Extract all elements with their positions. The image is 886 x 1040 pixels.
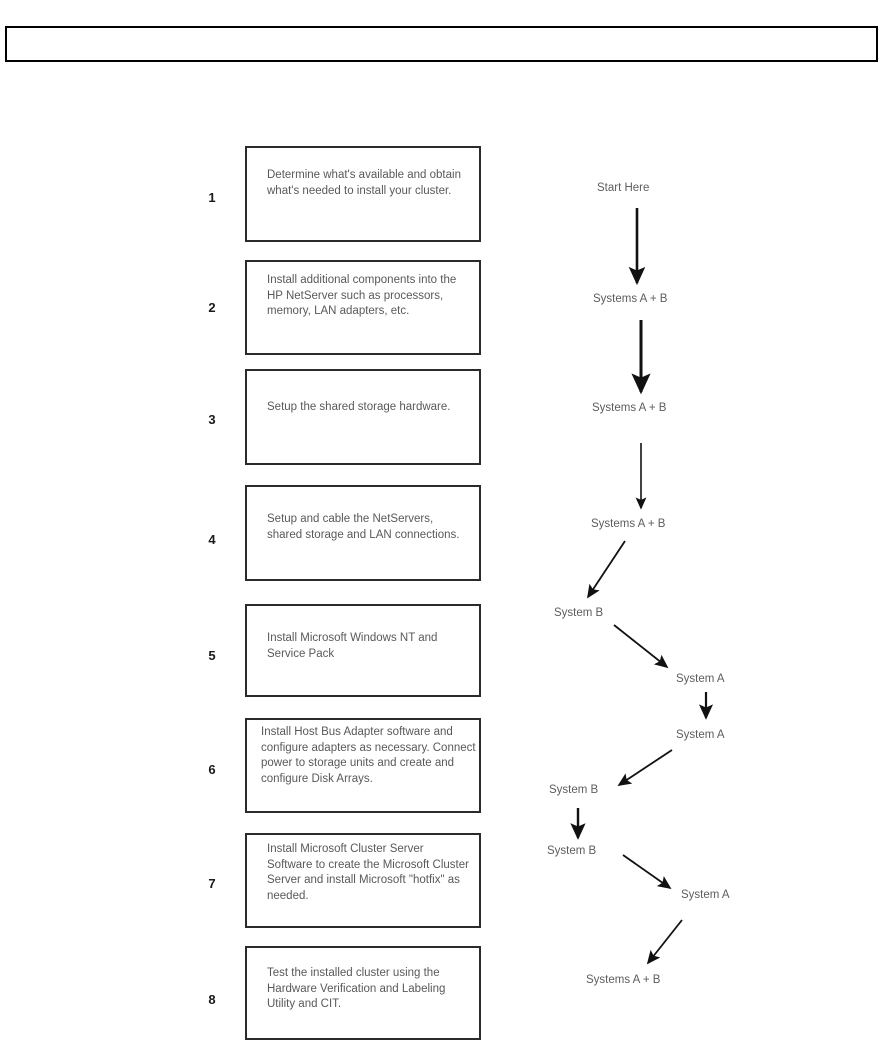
step-text-5: Install Microsoft Windows NT and Service… (267, 632, 438, 660)
arrow-systems-3-to-system-b (587, 540, 626, 599)
step-number-5: 5 (208, 648, 216, 663)
flow-node-start-here: Start Here (597, 182, 650, 194)
step-box-3[interactable] (245, 369, 481, 465)
arrow-system-b-to-system-a-2 (622, 854, 672, 890)
step-box-5[interactable] (245, 604, 481, 697)
step-text-2: Install additional components into the H… (267, 274, 457, 317)
flow-node-systems-ab-1: Systems A + B (593, 293, 668, 305)
header-banner (5, 26, 878, 62)
flow-node-system-a-1: System A (676, 673, 725, 685)
step-text-3: Setup the shared storage hardware. (267, 401, 451, 413)
arrow-system-b-to-system-a (613, 624, 669, 669)
arrow-system-a-to-system-b (617, 749, 673, 786)
step-text-1: Determine what's available and obtain wh… (267, 169, 461, 197)
step-box-6[interactable] (245, 718, 481, 813)
step-number-4: 4 (208, 532, 216, 547)
step-box-7[interactable] (245, 833, 481, 928)
step-text-4: Setup and cable the NetServers, shared s… (267, 513, 460, 541)
step-number-3: 3 (208, 412, 216, 427)
flow-node-system-a-3: System A (681, 889, 730, 901)
step-box-8[interactable] (245, 946, 481, 1040)
flow-node-system-a-2: System A (676, 729, 725, 741)
step-number-1: 1 (208, 190, 216, 205)
flow-node-system-b-1: System B (554, 607, 604, 619)
step-text-8: Test the installed cluster using the Har… (267, 967, 446, 1010)
flow-node-systems-ab-3: Systems A + B (591, 518, 666, 530)
step-box-1[interactable] (245, 146, 481, 242)
flow-node-systems-ab-final: Systems A + B (586, 974, 661, 986)
step-number-8: 8 (208, 992, 216, 1007)
step-number-7: 7 (208, 876, 216, 891)
step-text-7: Install Microsoft Cluster Server Softwar… (267, 843, 469, 902)
step-box-4[interactable] (245, 485, 481, 581)
flow-node-system-b-2: System B (549, 784, 599, 796)
step-text-6: Install Host Bus Adapter software and co… (261, 726, 476, 785)
step-box-2[interactable] (245, 260, 481, 355)
flow-node-system-b-3: System B (547, 845, 597, 857)
arrow-system-a-to-systems-final (646, 919, 683, 965)
flow-node-systems-ab-2: Systems A + B (592, 402, 667, 414)
step-number-6: 6 (208, 762, 216, 777)
step-number-2: 2 (208, 300, 216, 315)
